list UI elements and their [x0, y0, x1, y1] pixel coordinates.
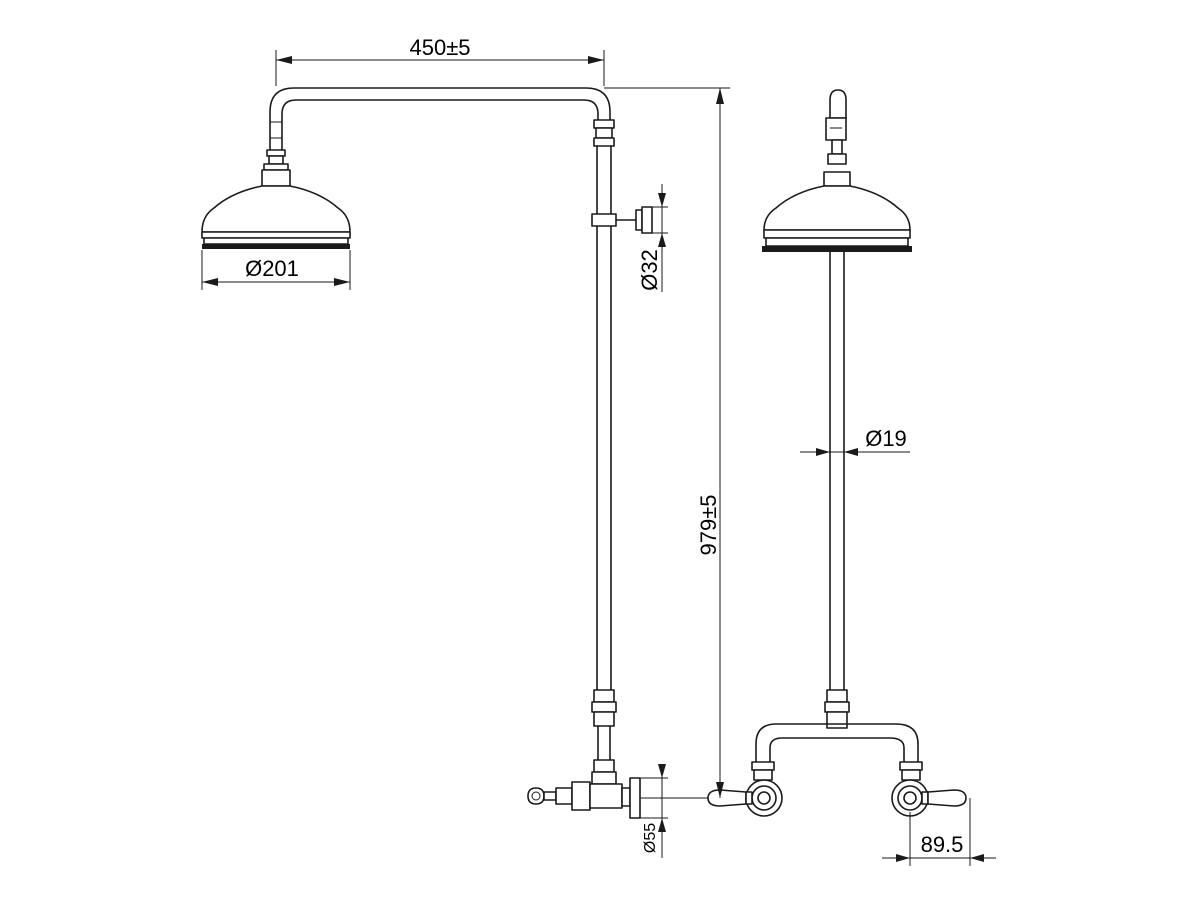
riser-diameter-label: Ø19: [865, 426, 907, 451]
dimension-flange-diameter: Ø55: [642, 764, 666, 858]
head-diameter-label: Ø201: [245, 256, 299, 281]
flange-diameter-label: Ø55: [642, 823, 659, 853]
dimension-bracket-diameter: Ø32: [637, 184, 666, 292]
front-view: [707, 89, 967, 817]
dimension-arm-length: 450±5: [275, 35, 605, 86]
riser-pipe-side: [591, 119, 617, 785]
offset-label: 89.5: [921, 832, 964, 857]
riser-bracket-side: [591, 206, 668, 234]
dimension-overall-height: 979±5: [604, 87, 730, 798]
riser-pipe-front: [824, 251, 850, 729]
dimension-riser-diameter: Ø19: [800, 426, 910, 456]
head-connector-front: [825, 89, 847, 165]
shower-head-front: [762, 171, 912, 252]
shower-head-side: [201, 149, 351, 290]
arm-length-label: 450±5: [409, 35, 470, 60]
shower-arm: [269, 87, 611, 151]
bracket-diameter-label: Ø32: [637, 249, 662, 291]
right-valve-front: [891, 761, 967, 817]
dimension-head-diameter: Ø201: [202, 256, 350, 286]
mixer-body-side: [527, 777, 710, 819]
left-valve-front: [707, 761, 783, 817]
side-view: [201, 87, 710, 819]
bridge-pipe-front: [755, 723, 919, 763]
dimension-offset: 89.5: [882, 798, 996, 866]
overall-height-label: 979±5: [696, 494, 721, 555]
